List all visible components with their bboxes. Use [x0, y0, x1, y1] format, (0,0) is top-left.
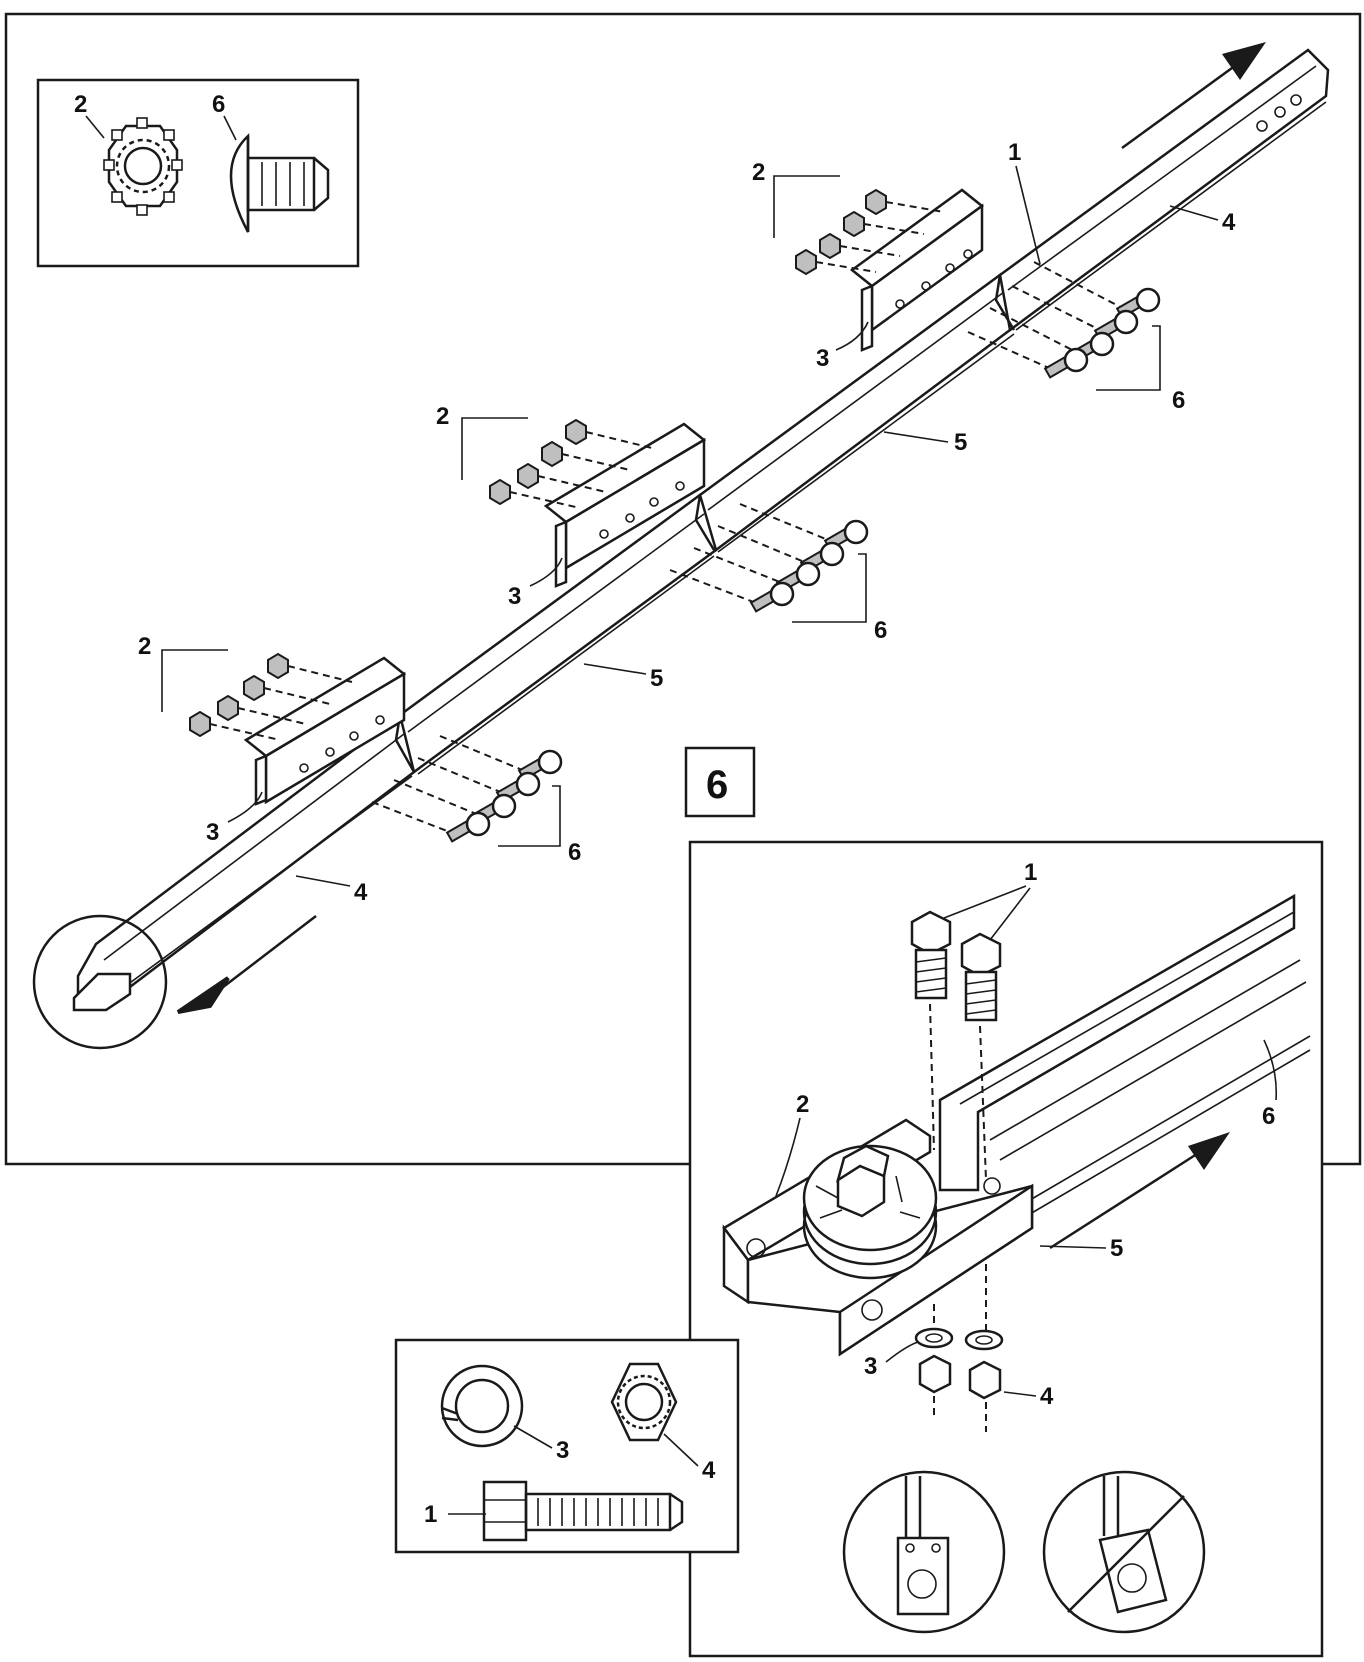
incorrect-orientation-icon [1042, 1470, 1206, 1634]
rail-end-callout [32, 914, 168, 1050]
detail-label-2: 2 [796, 1091, 809, 1118]
top-label-2: 2 [752, 159, 765, 186]
pulley-icon [802, 1144, 938, 1280]
rail-assembly [32, 48, 1330, 1050]
top-bolts [967, 261, 1161, 379]
top-label-3: 3 [816, 345, 829, 372]
bracket-group-middle: 2 3 5 6 [436, 403, 967, 644]
step-number-box: 6 [684, 746, 756, 818]
detail-label-5: 5 [1110, 1235, 1123, 1262]
detail-rails [938, 893, 1311, 1215]
arrow-up-right-icon [1121, 42, 1266, 150]
correct-orientation-icon [842, 1470, 1006, 1634]
low-label-5: 5 [650, 665, 663, 692]
fastener-inset: 3 4 1 [394, 1338, 740, 1554]
mid-label-2: 2 [436, 403, 449, 430]
top-label-6: 6 [1172, 387, 1185, 414]
lock-washer-icon [440, 1364, 524, 1448]
fastener-washer-label: 3 [556, 1437, 569, 1464]
mid-label-6: 6 [874, 617, 887, 644]
detail-arrow-icon [1049, 1132, 1230, 1250]
middle-nuts [489, 418, 653, 509]
inset-bolt-label: 6 [212, 91, 225, 118]
top-label-4: 4 [1222, 209, 1236, 236]
bottom-label-4: 4 [354, 879, 368, 906]
detail-label-4: 4 [1040, 1383, 1054, 1410]
top-label-1: 1 [1008, 139, 1021, 166]
mid-label-3: 3 [508, 583, 521, 610]
top-nuts [795, 188, 945, 276]
mid-label-5: 5 [954, 429, 967, 456]
bracket-group-lower: 2 3 5 6 4 [138, 633, 663, 906]
hardware-inset: 2 6 [36, 78, 360, 268]
fastener-nut-label: 4 [702, 1457, 716, 1484]
detail-label-3: 3 [864, 1353, 877, 1380]
step-number: 6 [706, 763, 728, 807]
detail-label-1: 1 [1024, 859, 1037, 886]
inset-nut-label: 2 [74, 91, 87, 118]
detail-label-6: 6 [1262, 1103, 1275, 1130]
detail-lower-fasteners [914, 1264, 1004, 1432]
low-label-2: 2 [138, 633, 151, 660]
hex-bolt-icon [482, 1480, 684, 1542]
bracket-group-top: 2 1 3 4 6 [752, 139, 1236, 414]
arrow-down-left-icon [176, 915, 317, 1014]
low-label-6: 6 [568, 839, 581, 866]
fastener-bolt-label: 1 [424, 1501, 437, 1528]
detail-bolts [910, 910, 1002, 1181]
middle-bolts [669, 503, 869, 613]
low-label-3: 3 [206, 819, 219, 846]
hex-nut-icon [610, 1362, 678, 1442]
lower-bolts [371, 735, 563, 843]
lower-nuts [189, 652, 353, 741]
star-nut-icon [103, 117, 183, 216]
detail-panel: 1 2 6 5 3 4 [688, 840, 1324, 1658]
carriage-bolt-icon [229, 133, 330, 233]
